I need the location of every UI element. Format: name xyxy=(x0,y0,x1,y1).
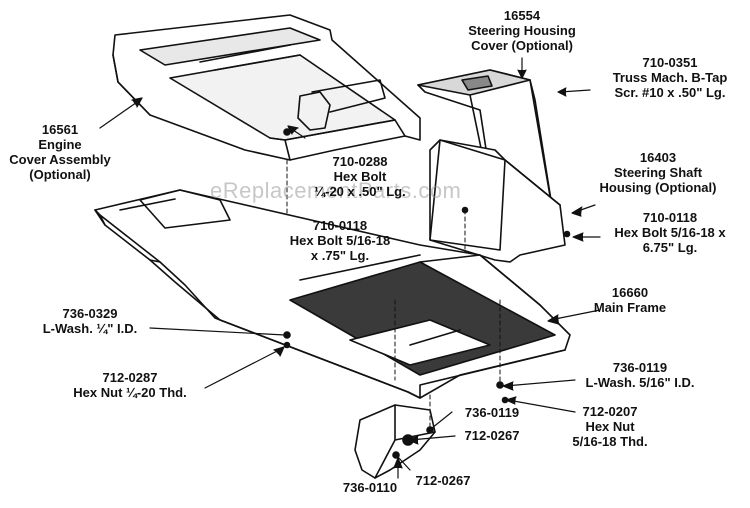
part-desc-line-2: Housing (Optional) xyxy=(599,180,717,195)
watermark-text: eReplacementParts.com xyxy=(210,178,462,203)
part-desc-line-1: Truss Mach. B-Tap xyxy=(612,70,728,85)
part-number: 16554 xyxy=(503,8,541,23)
part-desc-line-1: Hex Bolt xyxy=(333,169,387,184)
part-number: 712-0267 xyxy=(415,473,471,488)
part-desc-line-2: x .75" Lg. xyxy=(310,248,370,263)
part-number: 712-0287 xyxy=(102,370,158,385)
callout-736-0119-l-washer-bottom: 736-0119 xyxy=(457,405,527,420)
part-desc-line-1: Hex Bolt 5/16-18 x xyxy=(614,225,726,240)
part-desc-line-2: 5/16-18 Thd. xyxy=(572,434,648,449)
callout-710-0288-hex-bolt: 710-0288 Hex Bolt ¼-20 x .50" Lg. xyxy=(300,154,420,199)
engine-cover-assembly xyxy=(112,14,421,261)
callout-710-0351-truss-screw: 710-0351 Truss Mach. B-Tap Scr. #10 x .5… xyxy=(590,55,750,100)
part-number: 736-0110 xyxy=(342,480,398,495)
part-desc-line-2: Cover Assembly xyxy=(9,152,111,167)
main-frame xyxy=(94,189,571,404)
callout-712-0267-hex-nut-lower: 712-0267 xyxy=(408,473,478,488)
part-number: 710-0118 xyxy=(312,218,368,233)
part-desc-line-1: L-Wash. ¼" I.D. xyxy=(42,321,138,336)
part-number: 16561 xyxy=(41,122,79,137)
part-number: 736-0329 xyxy=(62,306,118,321)
part-desc-line-1: Engine xyxy=(38,137,82,152)
part-desc-line-2: ¼-20 x .50" Lg. xyxy=(314,184,406,199)
part-desc-line-1: Steering Shaft xyxy=(613,165,703,180)
part-desc-line-1: Steering Housing xyxy=(468,23,576,38)
part-number: 736-0119 xyxy=(612,360,668,375)
part-number: 736-0119 xyxy=(464,405,520,420)
callout-712-0287-hex-nut: 712-0287 Hex Nut ¼-20 Thd. xyxy=(50,370,210,400)
callout-710-0118-hex-bolt-right: 710-0118 Hex Bolt 5/16-18 x 6.75" Lg. xyxy=(595,210,745,255)
part-number: 712-0267 xyxy=(464,428,520,443)
callout-736-0119-l-washer-right: 736-0119 L-Wash. 5/16" I.D. xyxy=(570,360,710,390)
part-number: 16403 xyxy=(639,150,677,165)
part-desc-line-1: Hex Nut xyxy=(585,419,635,434)
part-desc-line-1: Hex Bolt 5/16-18 xyxy=(289,233,391,248)
callout-712-0267-hex-nut-upper: 712-0267 xyxy=(457,428,527,443)
part-desc-line-1: Main Frame xyxy=(593,300,667,315)
part-number: 710-0351 xyxy=(642,55,698,70)
part-desc-line-2: Scr. #10 x .50" Lg. xyxy=(614,85,726,100)
part-desc-line-2: Cover (Optional) xyxy=(471,38,573,53)
callout-736-0329-l-washer: 736-0329 L-Wash. ¼" I.D. xyxy=(25,306,155,336)
callout-16403-steering-shaft-housing: 16403 Steering Shaft Housing (Optional) xyxy=(593,150,723,195)
part-desc-line-2: 6.75" Lg. xyxy=(642,240,698,255)
part-number: 710-0288 xyxy=(332,154,388,169)
callout-16660-main-frame: 16660 Main Frame xyxy=(580,285,680,315)
callout-16561-engine-cover: 16561 Engine Cover Assembly (Optional) xyxy=(5,122,115,182)
part-number: 712-0207 xyxy=(582,404,638,419)
callout-712-0207-hex-nut: 712-0207 Hex Nut 5/16-18 Thd. xyxy=(555,404,665,449)
mounting-bracket xyxy=(354,394,436,479)
part-number: 16660 xyxy=(611,285,649,300)
callout-710-0118-hex-bolt-center: 710-0118 Hex Bolt 5/16-18 x .75" Lg. xyxy=(280,218,400,263)
part-desc-line-3: (Optional) xyxy=(29,167,91,182)
part-number: 710-0118 xyxy=(642,210,698,225)
part-desc-line-1: Hex Nut ¼-20 Thd. xyxy=(73,385,187,400)
callout-16554-steering-housing-cover: 16554 Steering Housing Cover (Optional) xyxy=(462,8,582,53)
callout-736-0110-part: 736-0110 xyxy=(335,480,405,495)
part-desc-line-1: L-Wash. 5/16" I.D. xyxy=(585,375,695,390)
leader-lines xyxy=(99,57,601,479)
